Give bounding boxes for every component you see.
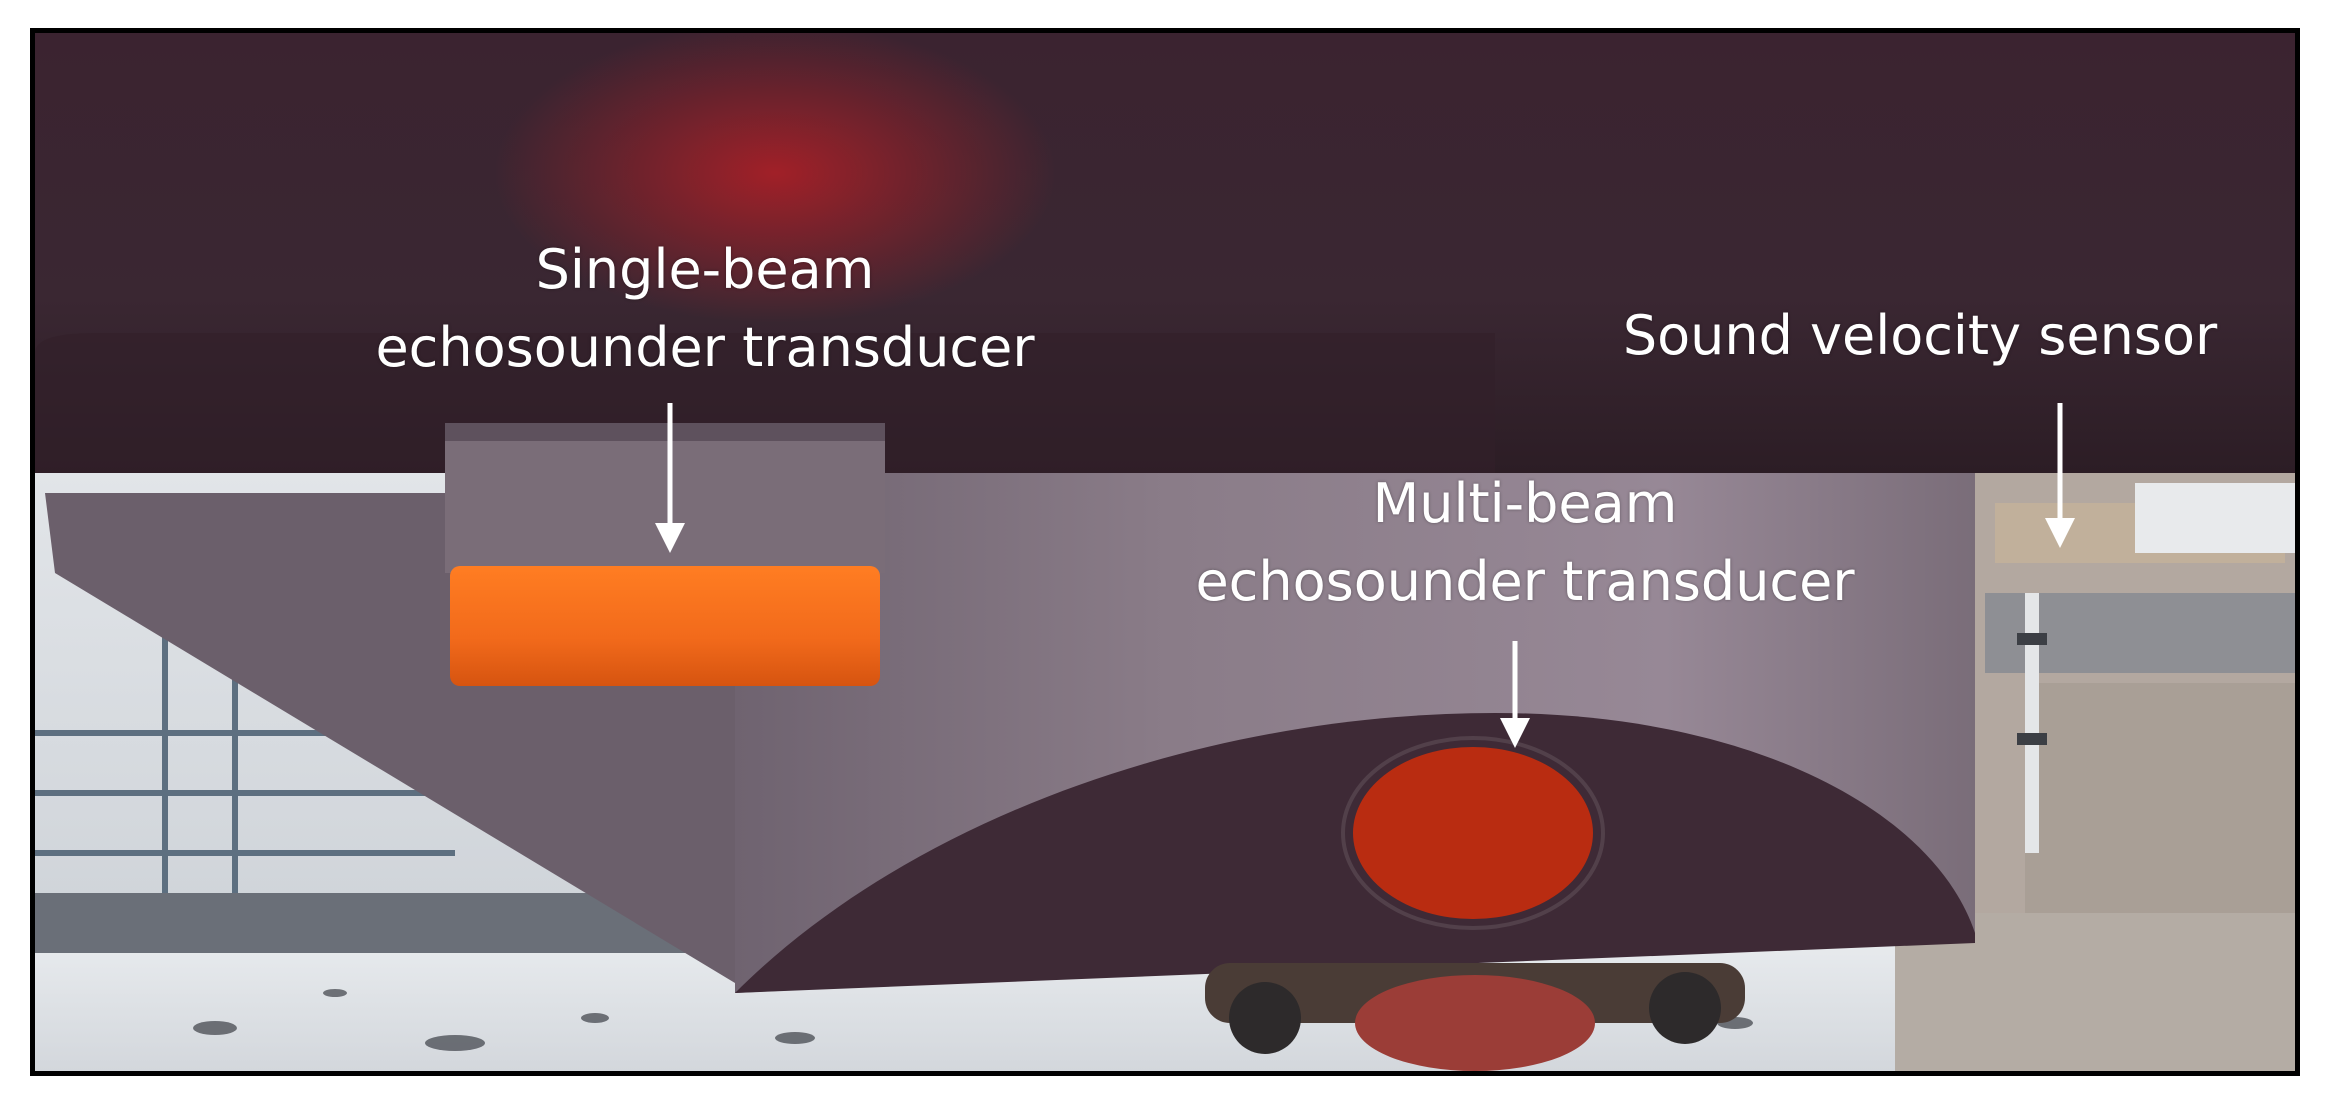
sound-velocity-label: Sound velocity sensor [1595, 297, 2245, 375]
single-beam-housing [445, 423, 885, 573]
ship-hull-photo [35, 33, 2295, 1071]
single-beam-transducer [450, 566, 880, 686]
fairing-dark-lower [735, 713, 1975, 993]
photo-frame: Single-beam echosounder transducer Multi… [30, 28, 2300, 1076]
single-beam-label-line2: echosounder transducer [375, 316, 1035, 380]
sound-velocity-label-line1: Sound velocity sensor [1622, 304, 2218, 367]
red-light-reflection [495, 33, 1055, 323]
single-beam-label: Single-beam echosounder transducer [245, 231, 1165, 388]
multi-beam-label-line1: Multi-beam [1372, 472, 1678, 535]
single-beam-label-line1: Single-beam [535, 238, 875, 301]
multi-beam-label: Multi-beam echosounder transducer [1065, 465, 1985, 622]
keel-blocks [1205, 963, 1745, 1071]
dock-beam-left [35, 893, 685, 953]
hull-step [35, 333, 1495, 473]
multi-beam-transducer [1353, 747, 1593, 919]
multi-beam-label-line2: echosounder transducer [1195, 550, 1855, 614]
sound-velocity-sensor [2025, 593, 2039, 853]
